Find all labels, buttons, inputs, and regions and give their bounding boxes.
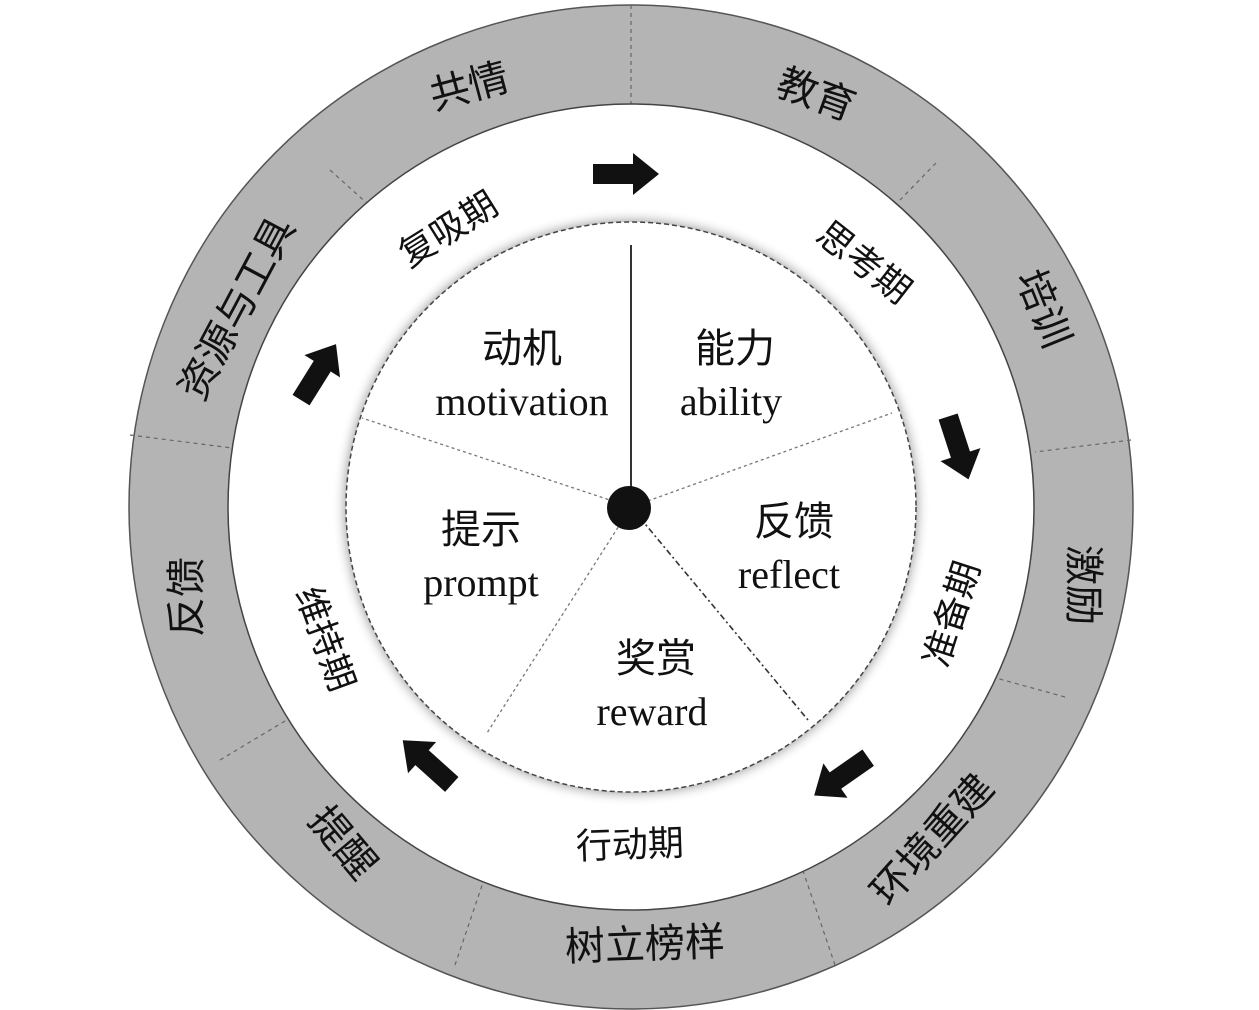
outer-label-role-model: 树立榜样 xyxy=(564,919,726,971)
core-dividers xyxy=(361,245,893,734)
core-en-reward: reward xyxy=(596,689,707,734)
core-segment-prompt: 提示 prompt xyxy=(423,507,539,605)
phase-label-action: 行动期 xyxy=(575,823,684,868)
outer-label-incentive: 激励 xyxy=(1060,545,1106,625)
center-dot xyxy=(607,486,651,530)
core-cn-reward: 奖赏 xyxy=(616,636,696,682)
core-en-ability: ability xyxy=(680,379,782,424)
arrow-up-right-icon xyxy=(292,344,341,406)
core-cn-motivation: 动机 xyxy=(482,326,562,372)
arrow-up-left-icon xyxy=(402,740,459,792)
core-cn-prompt: 提示 xyxy=(441,507,521,553)
outer-label-feedback: 反馈 xyxy=(164,557,210,637)
arrow-right-icon xyxy=(593,153,659,195)
core-segment-reflect: 反馈 reflect xyxy=(738,499,840,597)
arrow-down-left-icon xyxy=(814,749,874,798)
core-segment-ability: 能力 ability xyxy=(680,326,782,424)
cycle-arrows xyxy=(292,153,981,798)
outer-ring-dividers xyxy=(129,5,1132,966)
arrow-down-right-icon xyxy=(938,413,981,480)
core-en-motivation: motivation xyxy=(435,379,608,424)
core-segment-motivation: 动机 motivation xyxy=(435,326,608,424)
core-en-reflect: reflect xyxy=(738,552,840,597)
core-cn-ability: 能力 xyxy=(695,326,775,372)
core-en-prompt: prompt xyxy=(423,560,539,605)
core-cn-reflect: 反馈 xyxy=(754,499,834,545)
core-segment-reward: 奖赏 reward xyxy=(596,636,707,734)
core-labels: 动机 motivation 能力 ability 反馈 reflect 奖赏 r… xyxy=(423,326,840,734)
